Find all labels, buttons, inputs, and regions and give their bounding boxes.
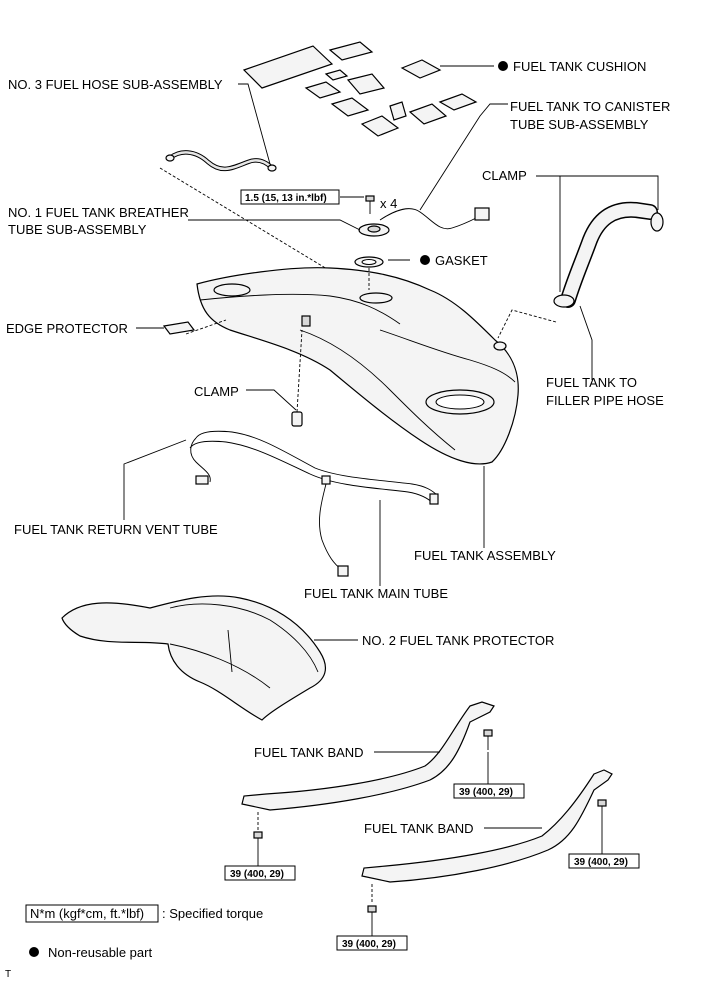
torque-value-band-1: 39 (400, 29) [459,787,513,798]
label-no2-protector: NO. 2 FUEL TANK PROTECTOR [362,633,554,648]
breather-tube [354,195,390,268]
nonreusable-dot-legend [29,947,39,957]
torque-box-breather [240,189,340,205]
label-clamp-mid: CLAMP [194,384,239,399]
label-fuel-tank-band-1: FUEL TANK BAND [254,745,364,760]
legend-torque-box [25,904,159,923]
label-main-tube: FUEL TANK MAIN TUBE [304,586,448,601]
label-no3-fuel-hose: NO. 3 FUEL HOSE SUB-ASSEMBLY [8,77,223,92]
torque-box-band-2 [224,865,296,881]
torque-value-breather: 1.5 (15, 13 in.*lbf) [245,193,327,204]
no2-fuel-tank-protector [61,595,327,721]
label-filler-hose-2: FILLER PIPE HOSE [546,393,664,408]
fuel-tank-body [196,267,519,465]
filler-pipe-hose [497,201,664,339]
clamp-mid [291,329,303,427]
label-fuel-tank-band-2: FUEL TANK BAND [364,821,474,836]
canister-tube [379,207,490,230]
label-breather-tube-2: TUBE SUB-ASSEMBLY [8,222,147,237]
label-times-4: x 4 [380,196,397,211]
label-fuel-tank-assembly: FUEL TANK ASSEMBLY [414,548,556,563]
legend-torque-desc: : Specified torque [162,906,263,921]
no3-fuel-hose [165,150,277,172]
label-gasket: GASKET [435,253,488,268]
label-canister-tube-2: TUBE SUB-ASSEMBLY [510,117,649,132]
label-filler-hose-1: FUEL TANK TO [546,375,637,390]
label-return-vent-tube: FUEL TANK RETURN VENT TUBE [14,522,218,537]
fuel-lines [189,430,439,577]
torque-value-band-2: 39 (400, 29) [230,869,284,880]
torque-box-band-1 [453,783,525,799]
legend-torque-unit: N*m (kgf*cm, ft.*lbf) [30,906,144,921]
fuel-tank-band-1 [241,701,495,852]
leader-lines [123,65,659,936]
label-clamp-top: CLAMP [482,168,527,183]
fuel-tank-cushions [242,41,478,137]
torque-box-band-4 [336,935,408,951]
corner-mark: T [5,969,11,980]
torque-box-band-3 [568,853,640,869]
nonreusable-dot-cushion [498,61,508,71]
label-edge-protector: EDGE PROTECTOR [6,321,128,336]
torque-value-band-4: 39 (400, 29) [342,939,396,950]
nonreusable-dot-gasket [420,255,430,265]
torque-value-band-3: 39 (400, 29) [574,857,628,868]
edge-protector [162,319,227,335]
fuel-tank-band-2 [361,769,613,926]
legend-nonreusable-desc: Non-reusable part [48,945,152,960]
label-breather-tube-1: NO. 1 FUEL TANK BREATHER [8,205,189,220]
label-canister-tube-1: FUEL TANK TO CANISTER [510,99,670,114]
label-fuel-tank-cushion: FUEL TANK CUSHION [513,59,646,74]
